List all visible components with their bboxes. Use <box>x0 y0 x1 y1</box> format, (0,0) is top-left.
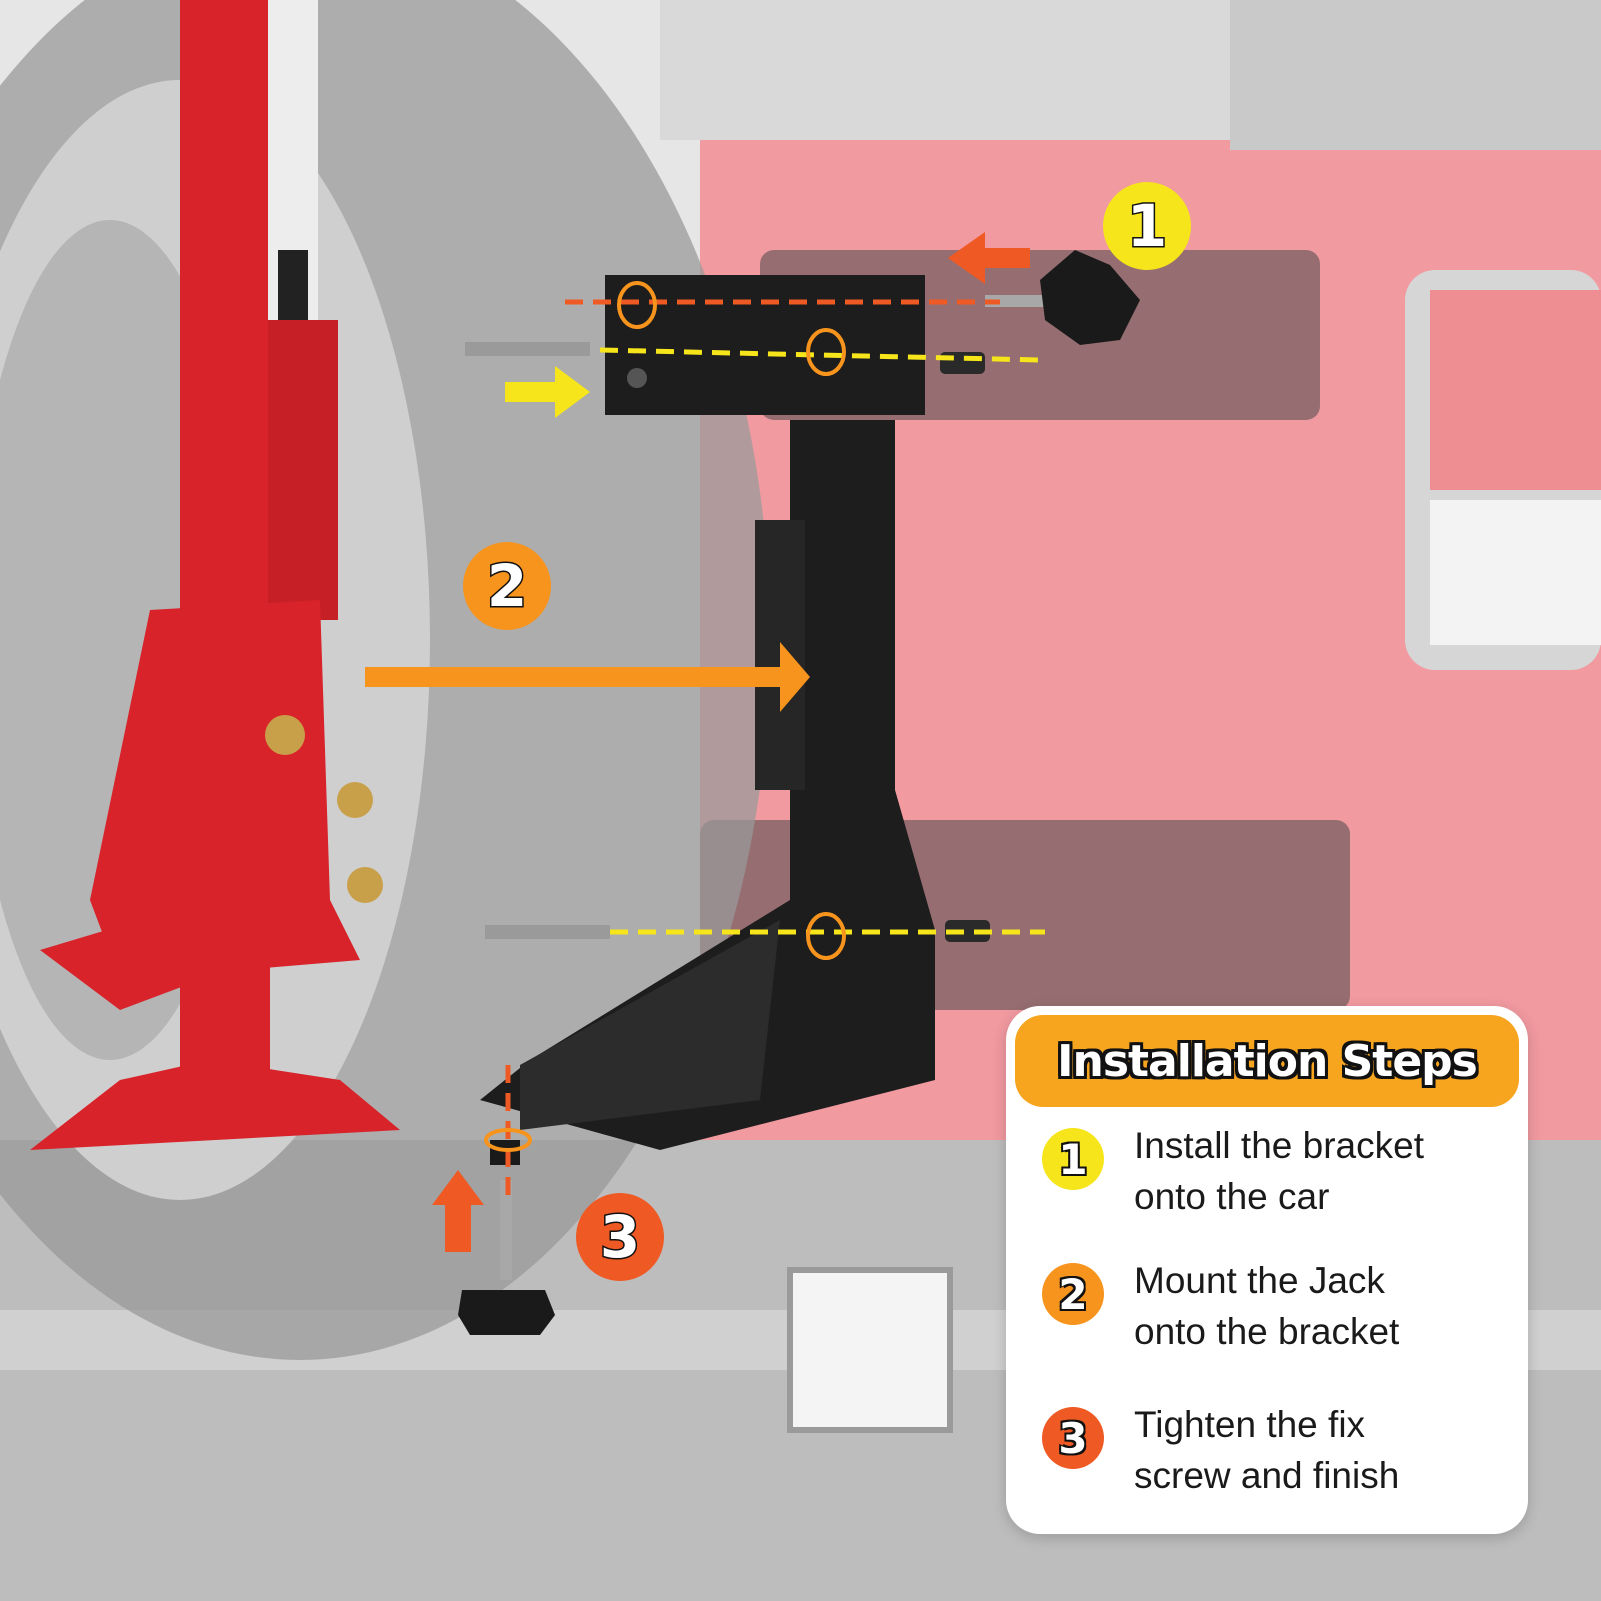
spacer-lower <box>945 920 990 942</box>
direction-arrows <box>365 232 1030 1252</box>
step-item-1: 1 Install the bracket onto the car <box>1042 1125 1512 1238</box>
bolt-lower <box>485 925 610 939</box>
step-text: Mount the Jack onto the bracket <box>1134 1260 1400 1352</box>
tail-light <box>1405 270 1601 670</box>
step-text: Tighten the fix screw and finish <box>1134 1404 1400 1496</box>
installation-steps-panel: Installation Steps 1 Install the bracket… <box>1006 1006 1528 1534</box>
hi-lift-jack <box>30 0 400 1150</box>
step-number-badge: 3 <box>1042 1407 1104 1469</box>
step-number-badge: 1 <box>1042 1128 1104 1190</box>
marker-3: 3 <box>576 1193 664 1281</box>
marker-2: 2 <box>463 542 551 630</box>
arrow-up-icon <box>432 1170 484 1252</box>
steps-title-bar: Installation Steps <box>1015 1015 1519 1107</box>
arrow-left-icon <box>948 232 1030 284</box>
step-number-badge: 2 <box>1042 1263 1104 1325</box>
step-item-3: 3 Tighten the fix screw and finish <box>1042 1404 1512 1517</box>
step-text: Install the bracket onto the car <box>1134 1125 1424 1217</box>
arrow-right-orange-icon <box>365 642 810 712</box>
marker-2-label: 2 <box>487 552 527 620</box>
reverse-light <box>787 1267 953 1433</box>
star-knob-upper <box>1040 250 1140 345</box>
marker-1-label: 1 <box>1127 192 1167 260</box>
spacer-upper <box>940 352 985 374</box>
marker-1: 1 <box>1103 182 1191 270</box>
alignment-guides <box>484 281 1045 1200</box>
bolt-upper <box>465 342 590 356</box>
hardware-bolts <box>458 250 1140 1335</box>
marker-3-label: 3 <box>600 1203 640 1271</box>
jack-mount-bracket <box>480 275 935 1150</box>
steps-title: Installation Steps <box>1057 1035 1478 1087</box>
star-knob-lower <box>458 1290 555 1335</box>
arrow-right-yellow-icon <box>505 366 590 418</box>
step-item-2: 2 Mount the Jack onto the bracket <box>1042 1260 1512 1373</box>
